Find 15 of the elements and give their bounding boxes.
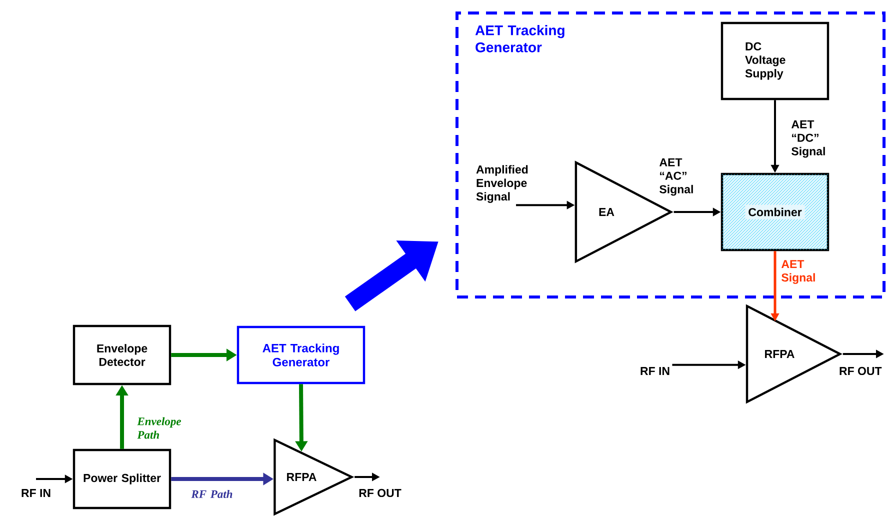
process-box: Power Splitter: [72, 448, 172, 510]
edge-label: AET Signal: [781, 260, 815, 284]
signal-label: RF IN: [22, 489, 50, 497]
edge-label: AET “AC” Signal: [659, 158, 693, 196]
signal-label: RF OUT: [359, 488, 402, 498]
process-box: Envelope Detector: [72, 324, 172, 386]
combiner-box: Combiner: [745, 204, 805, 220]
edge-label: AET “DC” Signal: [791, 120, 825, 158]
edge-label: RF Path: [191, 490, 232, 498]
process-box: DC Voltage Supply: [720, 22, 830, 100]
signal-label: RF OUT: [840, 366, 882, 376]
process-box: AET Tracking Generator: [236, 326, 366, 384]
edge-label: Envelope Path: [137, 417, 182, 439]
signal-label: Amplified Envelope Signal: [476, 165, 528, 203]
signal-label: RF IN: [640, 367, 670, 375]
